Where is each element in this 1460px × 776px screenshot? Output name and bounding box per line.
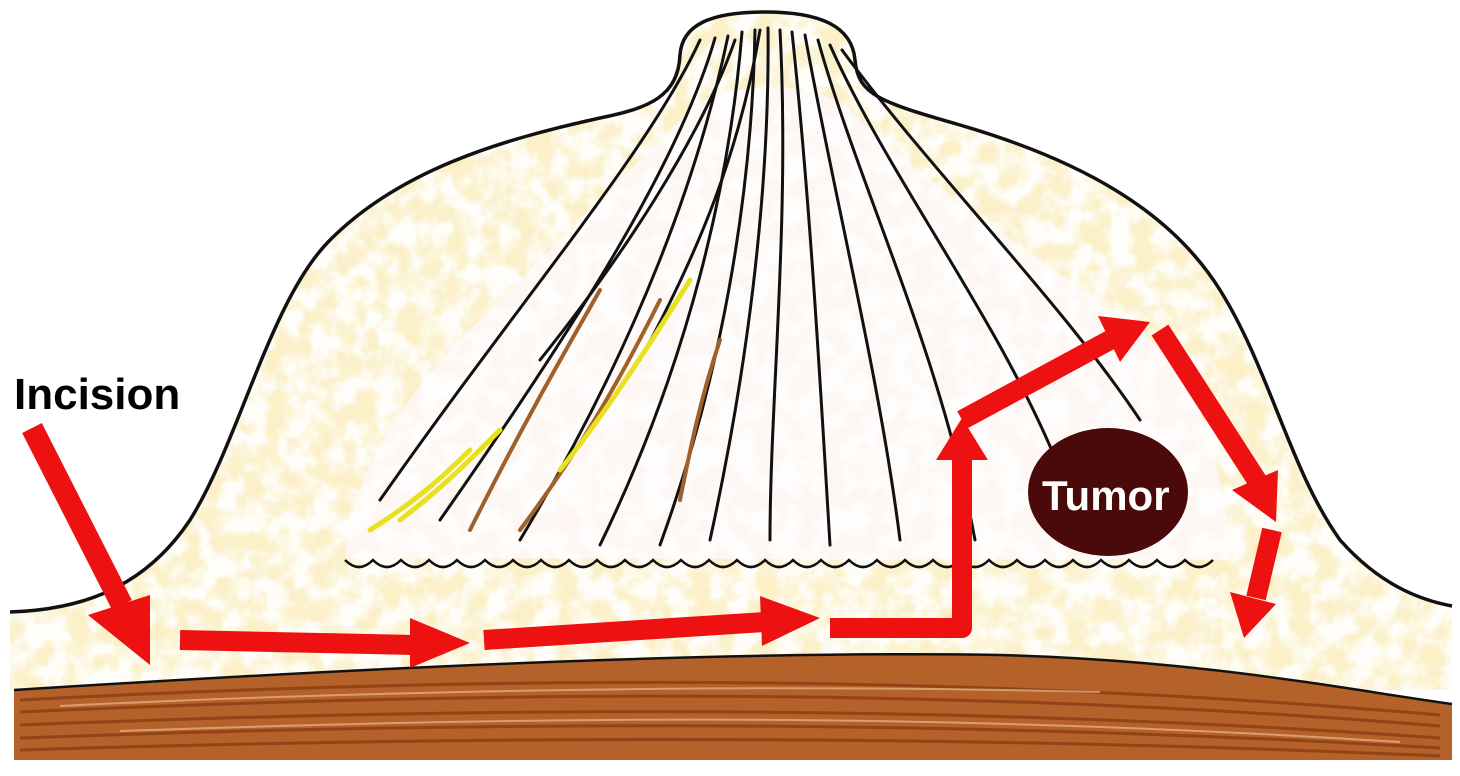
incision-label: Incision [14,370,180,420]
tumor-label: Tumor [1042,472,1170,520]
